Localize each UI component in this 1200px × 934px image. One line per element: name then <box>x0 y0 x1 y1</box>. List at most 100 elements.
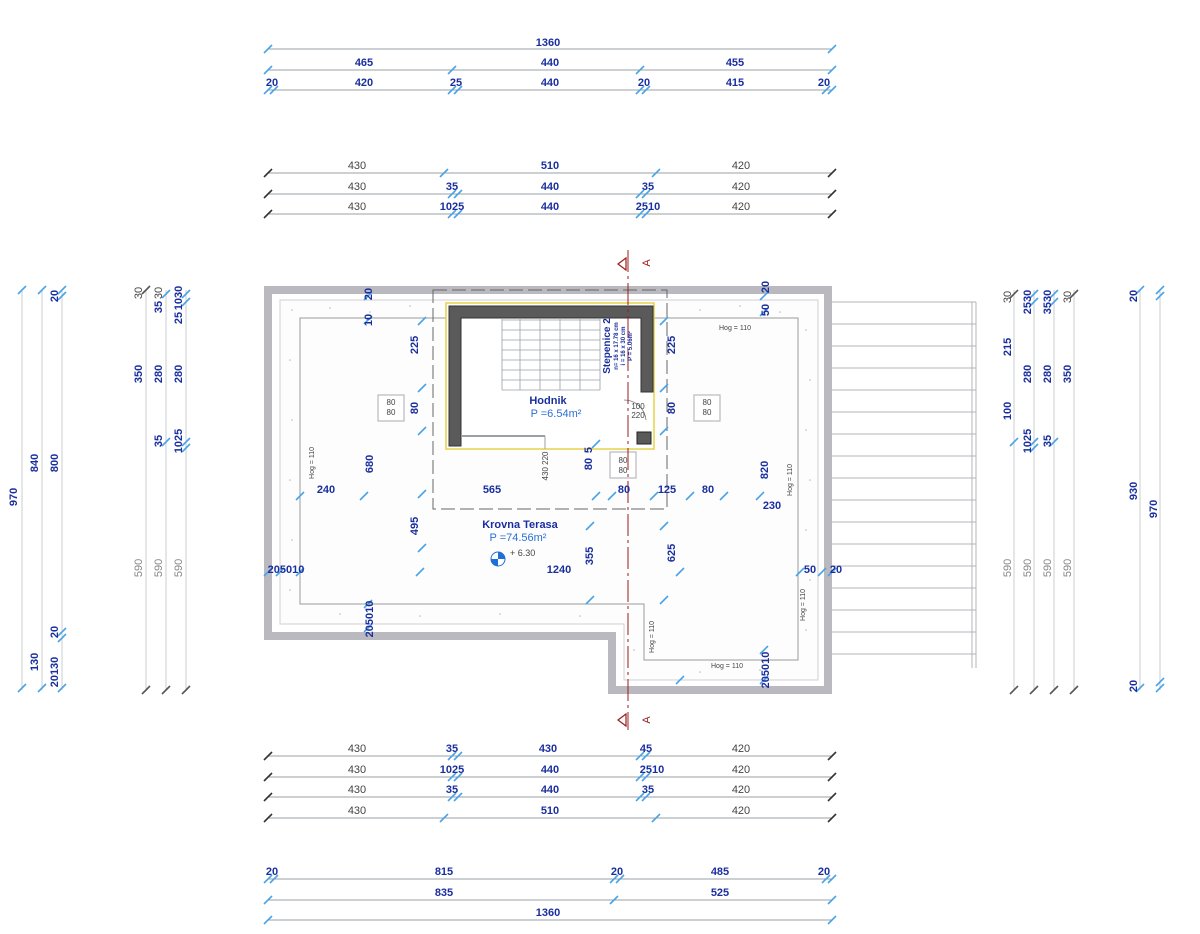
left-dim-970: 970 <box>8 488 20 506</box>
bot-dim-r3-e: 420 <box>732 784 750 796</box>
bottom-dimension-lines <box>268 755 832 921</box>
right-dim-20-top: 20 <box>1128 290 1140 302</box>
left-dim-590-a: 590 <box>133 559 145 577</box>
opening-left: 80 80 <box>377 394 405 422</box>
bot-dim-r6-a: 835 <box>435 887 453 899</box>
top-dimension-lines <box>268 48 832 215</box>
int-dim-50-right: 50 <box>804 564 816 576</box>
left-dim-280-b: 280 <box>173 365 185 383</box>
left-dim-590-b: 590 <box>153 559 165 577</box>
room-terrace-name: Krovna Terasa <box>482 519 558 531</box>
bot-dim-r2-c: 440 <box>541 764 559 776</box>
stair-line3: P = 5.06m² <box>627 331 634 361</box>
hog-label-right-lower: Hog = 110 <box>800 589 807 621</box>
stair-yellow-outline <box>445 302 655 450</box>
left-dimension-ticks <box>17 285 191 693</box>
bot-dim-r5-d: 485 <box>711 866 729 878</box>
opening-right: 80 80 <box>693 394 721 422</box>
int-dim-205010-bl: 205010 <box>364 601 376 638</box>
bot-dim-r5-b: 815 <box>435 866 453 878</box>
int-dim-20-top: 20 <box>363 288 375 300</box>
opening-mid-b: 80 <box>619 466 628 475</box>
bot-dim-r3-b: 35 <box>446 784 458 796</box>
int-dim-1240: 1240 <box>547 564 571 576</box>
bot-dim-r5-c: 20 <box>611 866 623 878</box>
bottom-dimension-ticks <box>263 751 837 925</box>
top-dimension-black-ticks <box>263 168 837 219</box>
int-dim-5: 5 <box>583 447 595 453</box>
left-dim-20-mid: 20 <box>49 626 61 638</box>
room-hodnik-area: P =6.54m² <box>531 408 582 420</box>
room-terrace-area: P =74.56m² <box>490 532 547 544</box>
top-dim-r4-c: 420 <box>732 160 750 172</box>
int-dim-355: 355 <box>584 547 596 565</box>
opening-right-a: 80 <box>703 398 712 407</box>
top-dim-r5-a: 430 <box>348 181 366 193</box>
right-dim-280-b: 280 <box>1042 365 1054 383</box>
top-dim-r5-c: 440 <box>541 181 559 193</box>
right-dim-1025: 1025 <box>1022 429 1034 453</box>
hog-label-top-right: Hog = 110 <box>719 325 751 332</box>
right-dim-215: 215 <box>1002 338 1014 356</box>
int-dim-220: 220 <box>631 411 645 420</box>
bot-dim-r1-e: 420 <box>732 743 750 755</box>
right-dim-35: 35 <box>1042 435 1054 447</box>
right-dim-30-a: 30 <box>1002 291 1014 303</box>
int-dim-205010-br: 205010 <box>760 652 772 689</box>
top-dim-r6-d: 2510 <box>636 201 660 213</box>
right-dim-100: 100 <box>1002 402 1014 420</box>
stair-treads <box>501 318 601 391</box>
int-dim-430-220: 430 220 <box>541 451 550 480</box>
section-label-top: A <box>641 259 653 267</box>
int-dim-80-left: 80 <box>409 402 421 414</box>
top-dim-r5-b: 35 <box>446 181 458 193</box>
right-dim-30-b: 30 <box>1062 291 1074 303</box>
stair-dark-wall <box>448 305 654 447</box>
level-value: + 6.30 <box>510 548 535 558</box>
opening-left-a: 80 <box>387 398 396 407</box>
int-dim-680: 680 <box>364 455 376 473</box>
int-dim-565: 565 <box>483 484 501 496</box>
top-dim-r3-f: 415 <box>726 77 744 89</box>
top-dim-r6-b: 1025 <box>440 201 464 213</box>
top-dim-r3-d: 440 <box>541 77 559 89</box>
interior-dim-ticks <box>263 291 837 685</box>
bot-dim-r5-e: 20 <box>818 866 830 878</box>
stair-line1: n= 16 x 17.78 cm <box>614 322 620 370</box>
right-dim-930: 930 <box>1128 482 1140 500</box>
bot-dim-r1-a: 430 <box>348 743 366 755</box>
section-label-bottom: A <box>641 716 653 724</box>
top-dim-r5-e: 420 <box>732 181 750 193</box>
int-dim-495: 495 <box>409 517 421 535</box>
bot-dim-r2-a: 430 <box>348 764 366 776</box>
right-dim-20-bot: 20 <box>1128 680 1140 692</box>
top-dim-r4-b: 510 <box>541 160 559 172</box>
bottom-dimension-black-ticks <box>263 751 837 823</box>
bot-dim-r3-d: 35 <box>642 784 654 796</box>
right-dim-350: 350 <box>1062 365 1074 383</box>
int-dim-820: 820 <box>759 461 771 479</box>
level-marker-icon <box>490 551 506 567</box>
int-dim-240: 240 <box>317 484 335 496</box>
screed-texture <box>289 305 811 673</box>
right-dim-590-b: 590 <box>1022 559 1034 577</box>
top-dim-r3-g: 20 <box>818 77 830 89</box>
bot-dim-r6-b: 525 <box>711 887 729 899</box>
bot-dim-r1-b: 35 <box>446 743 458 755</box>
door-swing <box>623 399 647 421</box>
right-dim-970: 970 <box>1148 500 1160 518</box>
int-dim-625: 625 <box>666 544 678 562</box>
left-dim-840: 840 <box>29 454 41 472</box>
int-dim-205010-left: 205010 <box>268 564 305 576</box>
opening-mid-a: 80 <box>619 456 628 465</box>
int-dim-225-right: 225 <box>666 336 678 354</box>
top-dimension-ticks <box>263 44 837 219</box>
top-dim-r3-a: 20 <box>266 77 278 89</box>
top-dim-r2-b: 440 <box>541 57 559 69</box>
bot-dim-r2-b: 1025 <box>440 764 464 776</box>
right-dimension-black-ticks <box>1009 289 1079 695</box>
left-dimension-black-ticks <box>141 285 191 695</box>
stair-title: Stepenice 2 <box>602 318 613 374</box>
bot-dim-total: 1360 <box>536 907 560 919</box>
